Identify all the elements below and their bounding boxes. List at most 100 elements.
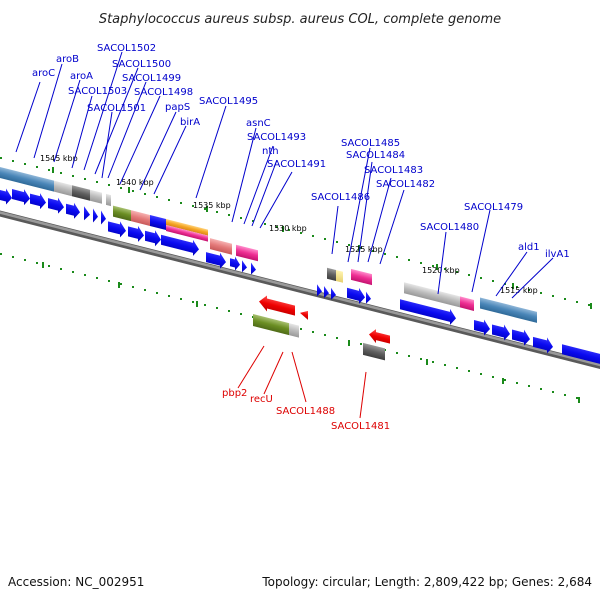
gene-box[interactable] <box>498 302 516 318</box>
cds-arrow[interactable] <box>30 191 46 211</box>
cds-arrow[interactable] <box>366 291 371 305</box>
gene-label[interactable]: SACOL1480 <box>420 222 479 233</box>
forward-gene-labels: aroC aroB aroA SACOL1502 SACOL1500 SACOL… <box>32 43 570 260</box>
gene-label[interactable]: SACOL1498 <box>134 87 193 98</box>
cds-arrow[interactable] <box>512 327 530 348</box>
gene-label[interactable]: SACOL1500 <box>112 59 171 70</box>
gene-box[interactable] <box>113 205 131 222</box>
gene-label[interactable]: SACOL1485 <box>341 138 400 149</box>
forward-leader-lines <box>15 51 554 299</box>
gene-box[interactable] <box>0 166 16 183</box>
gene-label[interactable]: SACOL1502 <box>97 43 156 54</box>
gene-label[interactable]: SACOL1481 <box>331 421 390 432</box>
gene-box[interactable] <box>90 189 102 204</box>
reverse-leader-lines <box>237 345 367 419</box>
cds-arrow[interactable] <box>101 210 106 226</box>
scale-label: 1540 kbp <box>116 178 154 187</box>
gene-label[interactable]: aroB <box>56 54 79 65</box>
cds-arrow[interactable] <box>108 218 126 239</box>
gene-label[interactable]: birA <box>180 117 200 128</box>
cds-arrow[interactable] <box>492 321 510 342</box>
gene-box[interactable] <box>210 238 232 255</box>
gene-box[interactable] <box>404 282 460 308</box>
cds-arrow[interactable] <box>347 285 365 306</box>
genome-summary: Topology: circular; Length: 2,809,422 bp… <box>261 575 592 589</box>
cds-arrow-reverse[interactable] <box>369 327 390 346</box>
cds-arrow[interactable] <box>331 287 336 301</box>
genome-backbone <box>0 210 600 370</box>
gene-box[interactable] <box>106 193 111 207</box>
gene-box[interactable] <box>289 323 299 338</box>
gene-label[interactable]: pbp2 <box>222 388 247 399</box>
cds-arrow[interactable] <box>0 186 12 206</box>
reverse-gene-labels: pbp2 recU SACOL1488 SACOL1481 <box>222 388 390 432</box>
upper-tick-track <box>0 157 592 309</box>
scale-label: 1525 kbp <box>345 245 383 254</box>
gene-label[interactable]: ald1 <box>518 242 540 253</box>
gene-box[interactable] <box>150 214 166 231</box>
gene-label[interactable]: SACOL1486 <box>311 192 370 203</box>
gene-label[interactable]: SACOL1501 <box>87 103 146 114</box>
gene-box[interactable] <box>236 244 258 262</box>
gene-label[interactable]: SACOL1484 <box>346 150 405 161</box>
gene-box[interactable] <box>351 268 372 286</box>
gene-label[interactable]: SACOL1479 <box>464 202 523 213</box>
cds-arrow[interactable] <box>474 317 490 337</box>
cds-arrow[interactable] <box>242 260 247 273</box>
gene-label[interactable]: nth <box>262 146 279 157</box>
cds-arrow[interactable] <box>324 285 329 299</box>
gene-label[interactable]: ilvA1 <box>545 249 570 260</box>
gene-label[interactable]: SACOL1482 <box>376 179 435 190</box>
gene-box[interactable] <box>327 267 336 282</box>
forward-gene-boxes <box>0 166 537 323</box>
gene-box[interactable] <box>166 219 208 236</box>
scale-label: 1545 kbp <box>40 154 78 163</box>
cds-arrow[interactable] <box>161 232 199 258</box>
cds-arrow[interactable] <box>562 341 600 369</box>
gene-label[interactable]: asnC <box>246 118 271 129</box>
gene-label[interactable]: aroA <box>70 71 93 82</box>
gene-box[interactable] <box>336 270 343 283</box>
cds-arrow[interactable] <box>48 195 64 215</box>
cds-arrow[interactable] <box>128 223 144 243</box>
gene-box[interactable] <box>253 314 289 336</box>
gene-box[interactable] <box>516 306 537 323</box>
gene-label[interactable]: SACOL1503 <box>68 86 127 97</box>
gene-box[interactable] <box>363 342 385 361</box>
gene-box[interactable] <box>72 185 90 201</box>
cds-arrow[interactable] <box>400 296 456 326</box>
gene-box[interactable] <box>54 180 72 197</box>
gene-label[interactable]: SACOL1499 <box>122 73 181 84</box>
gene-label[interactable]: papS <box>165 102 190 113</box>
gene-label[interactable]: SACOL1483 <box>364 165 423 176</box>
cds-arrow[interactable] <box>206 249 226 270</box>
scale-label: 1515 kbp <box>500 286 538 295</box>
forward-cds-arrows <box>0 186 600 369</box>
gene-label[interactable]: aroC <box>32 68 55 79</box>
gene-box[interactable] <box>166 225 208 242</box>
gene-label[interactable]: SACOL1491 <box>267 159 326 170</box>
gene-box[interactable] <box>131 210 150 226</box>
cds-arrow[interactable] <box>533 334 553 355</box>
scale-label: 1530 kbp <box>269 224 307 233</box>
gene-label[interactable]: recU <box>250 394 273 405</box>
cds-arrow-reverse[interactable] <box>300 309 308 320</box>
cds-arrow[interactable] <box>66 201 80 221</box>
cds-arrow[interactable] <box>317 284 322 297</box>
cds-arrow[interactable] <box>12 186 30 207</box>
map-title: Staphylococcus aureus subsp. aureus COL,… <box>99 12 501 27</box>
gene-box[interactable] <box>16 171 34 187</box>
cds-arrow[interactable] <box>84 206 90 222</box>
cds-arrow[interactable] <box>251 262 256 276</box>
gene-box[interactable] <box>480 297 498 314</box>
cds-arrow[interactable] <box>93 208 98 224</box>
gene-label[interactable]: SACOL1495 <box>199 96 258 107</box>
gene-box[interactable] <box>34 175 54 192</box>
cds-arrow[interactable] <box>230 255 240 272</box>
gene-box[interactable] <box>460 296 474 311</box>
reverse-features <box>253 294 390 361</box>
cds-arrow-reverse[interactable] <box>259 294 295 319</box>
gene-label[interactable]: SACOL1493 <box>247 132 306 143</box>
cds-arrow[interactable] <box>145 228 161 248</box>
gene-label[interactable]: SACOL1488 <box>276 406 335 417</box>
